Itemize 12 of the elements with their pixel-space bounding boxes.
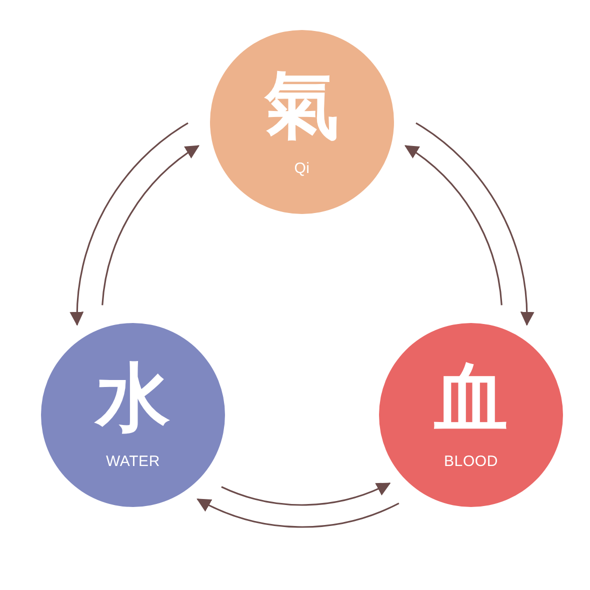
arrow (221, 482, 391, 506)
node-label: BLOOD (444, 454, 498, 469)
arrow (404, 145, 502, 306)
node-label: WATER (106, 454, 160, 469)
arrow (196, 498, 400, 528)
node-title: 氣 (265, 68, 339, 142)
arrow (102, 145, 200, 306)
node-title: 水 (96, 361, 170, 435)
arrow (70, 122, 188, 326)
node-title: 血 (434, 361, 508, 435)
node-label: Qi (294, 161, 310, 176)
arrow (416, 122, 534, 326)
